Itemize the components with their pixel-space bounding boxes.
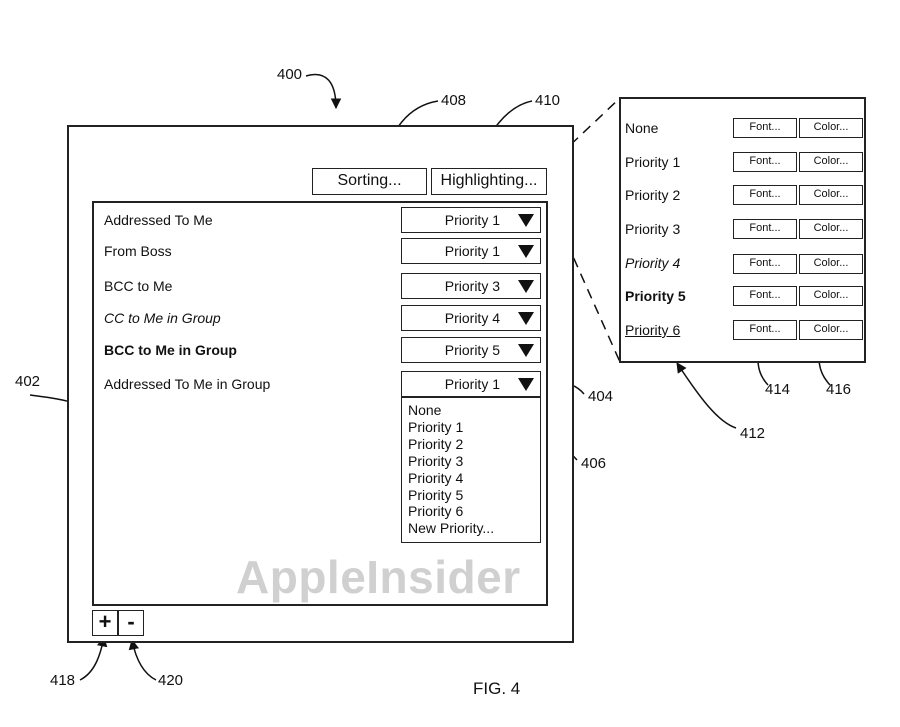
priority-select-value: Priority 1 bbox=[444, 243, 500, 259]
figure-caption: FIG. 4 bbox=[473, 679, 521, 698]
color-button[interactable]: Color... bbox=[799, 185, 863, 205]
font-button[interactable]: Font... bbox=[733, 152, 797, 172]
priority-dropdown-list: None Priority 1 Priority 2 Priority 3 Pr… bbox=[401, 397, 541, 543]
ref-408: 408 bbox=[441, 92, 467, 109]
ref-416: 416 bbox=[826, 381, 852, 398]
watermark: AppleInsider bbox=[236, 551, 521, 603]
ref-412: 412 bbox=[740, 425, 766, 442]
dropdown-option-new-priority[interactable]: New Priority... bbox=[408, 520, 495, 537]
font-button[interactable]: Font... bbox=[733, 254, 797, 274]
dropdown-option[interactable]: Priority 4 bbox=[408, 469, 464, 486]
leader-418 bbox=[79, 635, 108, 681]
leader-420 bbox=[128, 638, 157, 681]
font-button[interactable]: Font... bbox=[733, 286, 797, 306]
color-button[interactable]: Color... bbox=[799, 320, 863, 340]
priority-select[interactable]: Priority 1 bbox=[401, 207, 541, 233]
priority-select-value: Priority 1 bbox=[444, 212, 500, 228]
rule-label: BCC to Me in Group bbox=[104, 342, 237, 358]
font-button[interactable]: Font... bbox=[733, 320, 797, 340]
highlight-row-label: Priority 6 bbox=[625, 322, 681, 338]
ref-410: 410 bbox=[535, 92, 561, 109]
rule-label: Addressed To Me in Group bbox=[104, 376, 271, 392]
font-button[interactable]: Font... bbox=[733, 118, 797, 138]
ref-406: 406 bbox=[581, 455, 607, 472]
sorting-button[interactable]: Sorting... bbox=[312, 168, 427, 195]
rule-label: From Boss bbox=[104, 243, 172, 259]
priority-select-value: Priority 5 bbox=[444, 342, 500, 358]
rule-label: BCC to Me bbox=[104, 278, 173, 294]
callout-line-bottom bbox=[545, 195, 621, 363]
ref-414: 414 bbox=[765, 381, 791, 398]
dropdown-arrow-icon bbox=[518, 378, 534, 391]
remove-rule-button[interactable]: - bbox=[118, 610, 144, 636]
priority-select[interactable]: Priority 4 bbox=[401, 305, 541, 331]
rule-label: Addressed To Me bbox=[104, 212, 213, 228]
highlighting-button[interactable]: Highlighting... bbox=[431, 168, 547, 195]
highlight-row-label: Priority 4 bbox=[625, 255, 681, 271]
color-button[interactable]: Color... bbox=[799, 254, 863, 274]
ref-418: 418 bbox=[50, 672, 76, 689]
highlight-row-label: Priority 5 bbox=[625, 288, 686, 304]
color-button[interactable]: Color... bbox=[799, 219, 863, 239]
leader-400 bbox=[305, 73, 342, 110]
dropdown-option[interactable]: None bbox=[408, 402, 442, 418]
ref-420: 420 bbox=[158, 672, 184, 689]
font-button[interactable]: Font... bbox=[733, 185, 797, 205]
dropdown-arrow-icon bbox=[518, 312, 534, 325]
dropdown-option[interactable]: Priority 2 bbox=[408, 435, 464, 452]
dropdown-option[interactable]: Priority 5 bbox=[408, 486, 464, 503]
priority-select-value: Priority 4 bbox=[444, 310, 500, 326]
color-button[interactable]: Color... bbox=[799, 286, 863, 306]
highlight-row-label: Priority 1 bbox=[625, 154, 681, 170]
color-button[interactable]: Color... bbox=[799, 152, 863, 172]
dropdown-option[interactable]: Priority 3 bbox=[408, 452, 464, 469]
highlight-row-label: Priority 2 bbox=[625, 187, 681, 203]
rule-label: CC to Me in Group bbox=[104, 310, 221, 326]
dropdown-arrow-icon bbox=[518, 214, 534, 227]
dropdown-arrow-icon bbox=[518, 245, 534, 258]
font-button[interactable]: Font... bbox=[733, 219, 797, 239]
priority-select-value: Priority 1 bbox=[444, 376, 500, 392]
add-rule-button[interactable]: + bbox=[92, 610, 118, 636]
priority-select[interactable]: Priority 5 bbox=[401, 337, 541, 363]
dropdown-option[interactable]: Priority 6 bbox=[408, 503, 464, 520]
leader-412 bbox=[676, 362, 737, 429]
ref-402: 402 bbox=[15, 373, 41, 390]
dropdown-arrow-icon bbox=[518, 280, 534, 293]
dropdown-option[interactable]: Priority 1 bbox=[408, 418, 464, 435]
ref-404: 404 bbox=[588, 388, 614, 405]
priority-select[interactable]: Priority 3 bbox=[401, 273, 541, 299]
highlight-row-label: Priority 3 bbox=[625, 221, 681, 237]
ref-400: 400 bbox=[277, 66, 303, 83]
priority-select-value: Priority 3 bbox=[444, 278, 500, 294]
priority-select-open[interactable]: Priority 1 bbox=[401, 371, 541, 397]
color-button[interactable]: Color... bbox=[799, 118, 863, 138]
highlight-row-label: None bbox=[625, 120, 659, 136]
priority-select[interactable]: Priority 1 bbox=[401, 238, 541, 264]
dropdown-arrow-icon bbox=[518, 344, 534, 357]
